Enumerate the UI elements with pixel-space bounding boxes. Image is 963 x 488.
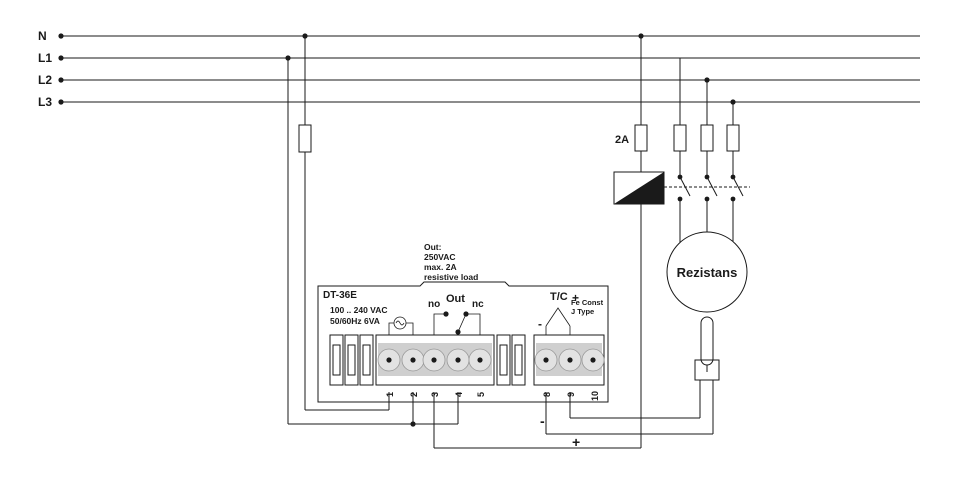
terminal-number-1: 1 [385,392,395,397]
blank-slot [344,334,359,386]
contactor-assembly: 2A [613,33,750,448]
terminal-number-3: 3 [430,392,440,397]
tc-label: T/C [550,291,568,303]
blank-slot [359,334,374,386]
terminal-screw [386,357,392,363]
heater-load: Rezistans [666,231,748,434]
tc-plus-sign: + [572,291,579,305]
blank-slot [511,334,526,386]
terminal-number-8: 8 [542,392,552,397]
blank-slot [329,334,344,386]
coil-fuse [634,124,648,152]
terminal-screw [455,357,461,363]
coil-fuse-rating: 2A [615,134,629,146]
terminal-screw [410,357,416,363]
relay-nc-label: nc [472,299,484,310]
terminal-number-2: 2 [409,392,419,397]
phase-fuse-l1 [673,124,687,152]
output-spec-voltage: 250VAC [424,252,456,262]
terminal-screw [477,357,483,363]
sensor-terminal-screw [543,357,549,363]
sensor-terminal-screw [590,357,596,363]
line-label-l3: L3 [38,95,52,109]
sensor-wiring: - + [540,392,713,450]
controller-supply-wiring [285,33,641,449]
output-spec-load: resistive load [424,272,478,282]
controller-model: DT-36E [323,290,357,301]
supply-spec-frequency: 50/60Hz 6VA [330,316,380,326]
thermocouple-probe [700,316,714,366]
phase-fuse-l3 [726,124,740,152]
line-label-l1: L1 [38,51,52,65]
terminal-number-5: 5 [476,392,486,397]
heater-symbol [666,231,748,313]
controller: DT-36E 100 .. 240 VAC 50/60Hz 6VA Out: 2… [317,242,609,403]
terminal-number-4: 4 [454,392,464,397]
terminal-number-9: 9 [566,392,576,397]
controller-housing [317,281,609,403]
line-label-n: N [38,29,47,43]
heater-label: Rezistans [677,265,738,280]
output-spec-title: Out: [424,242,442,252]
terminal-number-10: 10 [590,391,600,401]
tc-minus-sign: - [538,317,542,331]
tc-type-line2: J Type [571,307,594,316]
sensor-plus-sign: + [572,434,580,450]
relay-out-label: Out [446,293,465,305]
terminal-screw [431,357,437,363]
sensor-minus-sign: - [540,413,545,429]
supply-fuse [298,124,312,153]
phase-fuse-l2 [700,124,714,152]
relay-no-label: no [428,299,440,310]
blank-slot [496,334,511,386]
supply-spec-voltage: 100 .. 240 VAC [330,305,388,315]
output-spec-current: max. 2A [424,262,457,272]
supply-bus: N L1 L2 L3 [38,29,920,109]
thermocouple-head [694,359,720,381]
sensor-terminal-screw [567,357,573,363]
tc-type-line1: Fe Const [571,298,604,307]
line-label-l2: L2 [38,73,52,87]
